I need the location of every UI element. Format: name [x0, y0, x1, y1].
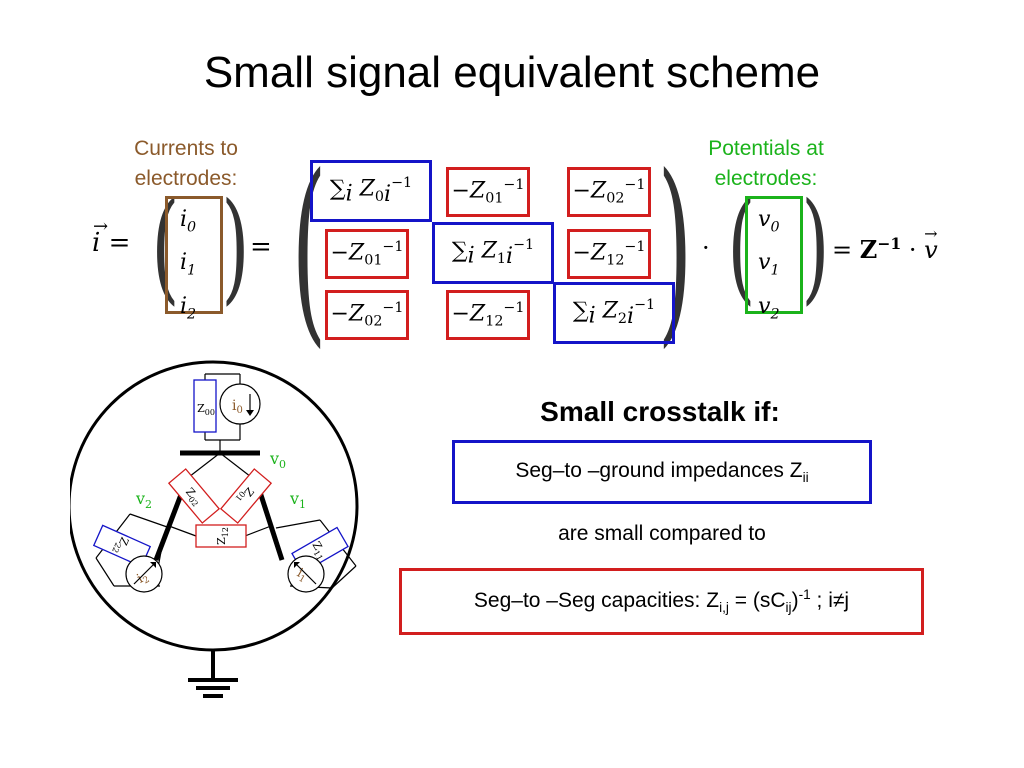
matrix-cell-12: −Z12−1	[567, 229, 651, 279]
i1-arrow-icon	[294, 562, 300, 568]
current-vector-symbol: i→ =	[92, 216, 131, 258]
matrix-cell-22: ∑i Z2i−1	[553, 282, 675, 344]
page-title: Small signal equivalent scheme	[203, 48, 821, 97]
dot-operator: ·	[702, 234, 710, 262]
paren-left-potential: (	[727, 178, 756, 317]
currents-label: Currents to electrodes:	[134, 137, 238, 190]
potential-v0: v0	[758, 207, 780, 236]
top-branch	[204, 373, 241, 452]
potential-vector-entries: v0 v1 v2	[758, 202, 780, 332]
v2-label: v2	[135, 489, 152, 511]
v1-label: v1	[289, 489, 306, 511]
potentials-label: Potentials at electrodes:	[708, 137, 824, 190]
z01-resistor	[219, 468, 273, 524]
current-i1: i1	[180, 250, 197, 279]
potential-v2: v2	[758, 293, 780, 323]
i0-label: i0	[232, 398, 243, 416]
matrix-cell-10: −Z01−1	[325, 229, 409, 279]
i0-source	[219, 383, 261, 425]
matrix-cell-01: −Z01−1	[446, 167, 530, 217]
condition-ground-box: Seg–to –ground impedances Zii	[452, 440, 872, 504]
current-i2: i2	[180, 293, 197, 323]
matrix-cell-02: −Z02−1	[567, 167, 651, 217]
matrix-cell-21: −Z12−1	[446, 290, 530, 340]
potential-v1: v1	[758, 250, 780, 279]
matrix-cell-00: ∑i Z0i−1	[310, 160, 432, 222]
i0-arrow-icon	[246, 410, 254, 416]
condition-ground-text: Seg–to –ground impedances Zii	[515, 458, 809, 486]
paren-right-potential: )	[801, 178, 830, 317]
condition-seg-text: Seg–to –Seg capacities: Zi,j = (sCij)-1 …	[473, 587, 850, 616]
crosstalk-heading: Small crosstalk if:	[540, 396, 780, 427]
rhs-expression: = Z−1 · v→	[832, 224, 938, 264]
paren-right-current: )	[221, 178, 250, 317]
z02-resistor	[167, 468, 221, 524]
i2-arrow-icon	[150, 562, 156, 568]
paren-left-matrix: (	[291, 133, 327, 366]
matrix-cell-20: −Z02−1	[325, 290, 409, 340]
matrix-cell-11: ∑i Z1i−1	[432, 222, 554, 284]
paren-right-matrix: )	[657, 133, 693, 366]
z12-resistor	[195, 524, 247, 548]
current-vector-box	[165, 196, 223, 314]
circuit-diagram: Z00 i0 v0 v2 v1 Z02 Z01 Z12 Z22	[70, 360, 359, 698]
equals-sign: =	[250, 232, 272, 262]
v0-label: v0	[269, 449, 286, 471]
ground-symbol	[188, 650, 238, 698]
current-i0: i0	[180, 207, 197, 236]
comparison-text: are small compared to	[558, 522, 766, 545]
potential-vector-box	[745, 196, 803, 314]
current-vector-entries: i0 i1 i2	[180, 202, 196, 332]
condition-seg-box: Seg–to –Seg capacities: Zi,j = (sCij)-1 …	[399, 568, 924, 635]
z00-resistor	[193, 379, 217, 433]
